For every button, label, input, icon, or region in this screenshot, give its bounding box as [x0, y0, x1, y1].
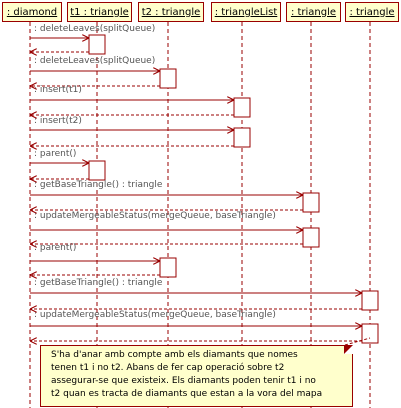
participant-t2: t2 : triangle	[138, 2, 204, 22]
message-label-delete-leaves-t2: : deleteLeaves(splitQueue)	[34, 56, 156, 66]
message-label-parent-t1: : parent()	[34, 149, 77, 159]
activation-bar	[233, 97, 251, 118]
participant-diamond: : diamond	[2, 2, 62, 22]
activation-bar	[159, 68, 177, 89]
note-folded-corner	[344, 345, 353, 354]
activation-bar	[302, 192, 320, 213]
note: S'ha d'anar amb compte amb els diamants …	[40, 345, 353, 407]
note-line: S'ha d'anar amb compte amb els diamants …	[51, 350, 298, 360]
participant-triangle-1: : triangle	[286, 2, 341, 22]
activation-bar	[361, 323, 379, 344]
activation-bar	[361, 290, 379, 311]
activation-bar	[88, 160, 106, 181]
activation-bar	[159, 257, 177, 278]
activation-bar	[88, 34, 106, 55]
message-label-delete-leaves-t1: : deleteLeaves(splitQueue)	[34, 24, 156, 34]
message-label-insert-t2: : insert(t2)	[34, 116, 82, 126]
message-label-insert-t1: : insert(t1)	[34, 85, 82, 95]
participant-triangle-2: : triangle	[345, 2, 399, 22]
message-label-update-mergeable-2: : updateMergeableStatus(mergeQueue, base…	[34, 310, 276, 320]
note-anchor-line	[344, 337, 371, 346]
participant-t1: t1 : triangle	[67, 2, 132, 22]
message-label-parent-t2: : parent()	[34, 243, 77, 253]
message-label-get-base-triangle-1: : getBaseTriangle() : triangle	[34, 180, 163, 190]
note-line: assegurar-se que existeix. Els diamants …	[51, 376, 316, 386]
message-label-get-base-triangle-2: : getBaseTriangle() : triangle	[34, 278, 163, 288]
note-line: t2 quan es tracta de diamants que estan …	[51, 389, 323, 399]
note-line: tenen t1 i no t2. Abans de fer cap opera…	[51, 363, 285, 373]
message-label-update-mergeable-1: : updateMergeableStatus(mergeQueue, base…	[34, 211, 276, 221]
activation-bar	[233, 127, 251, 148]
activation-bar	[302, 227, 320, 248]
participant-triangle-list: : triangleList	[211, 2, 281, 22]
